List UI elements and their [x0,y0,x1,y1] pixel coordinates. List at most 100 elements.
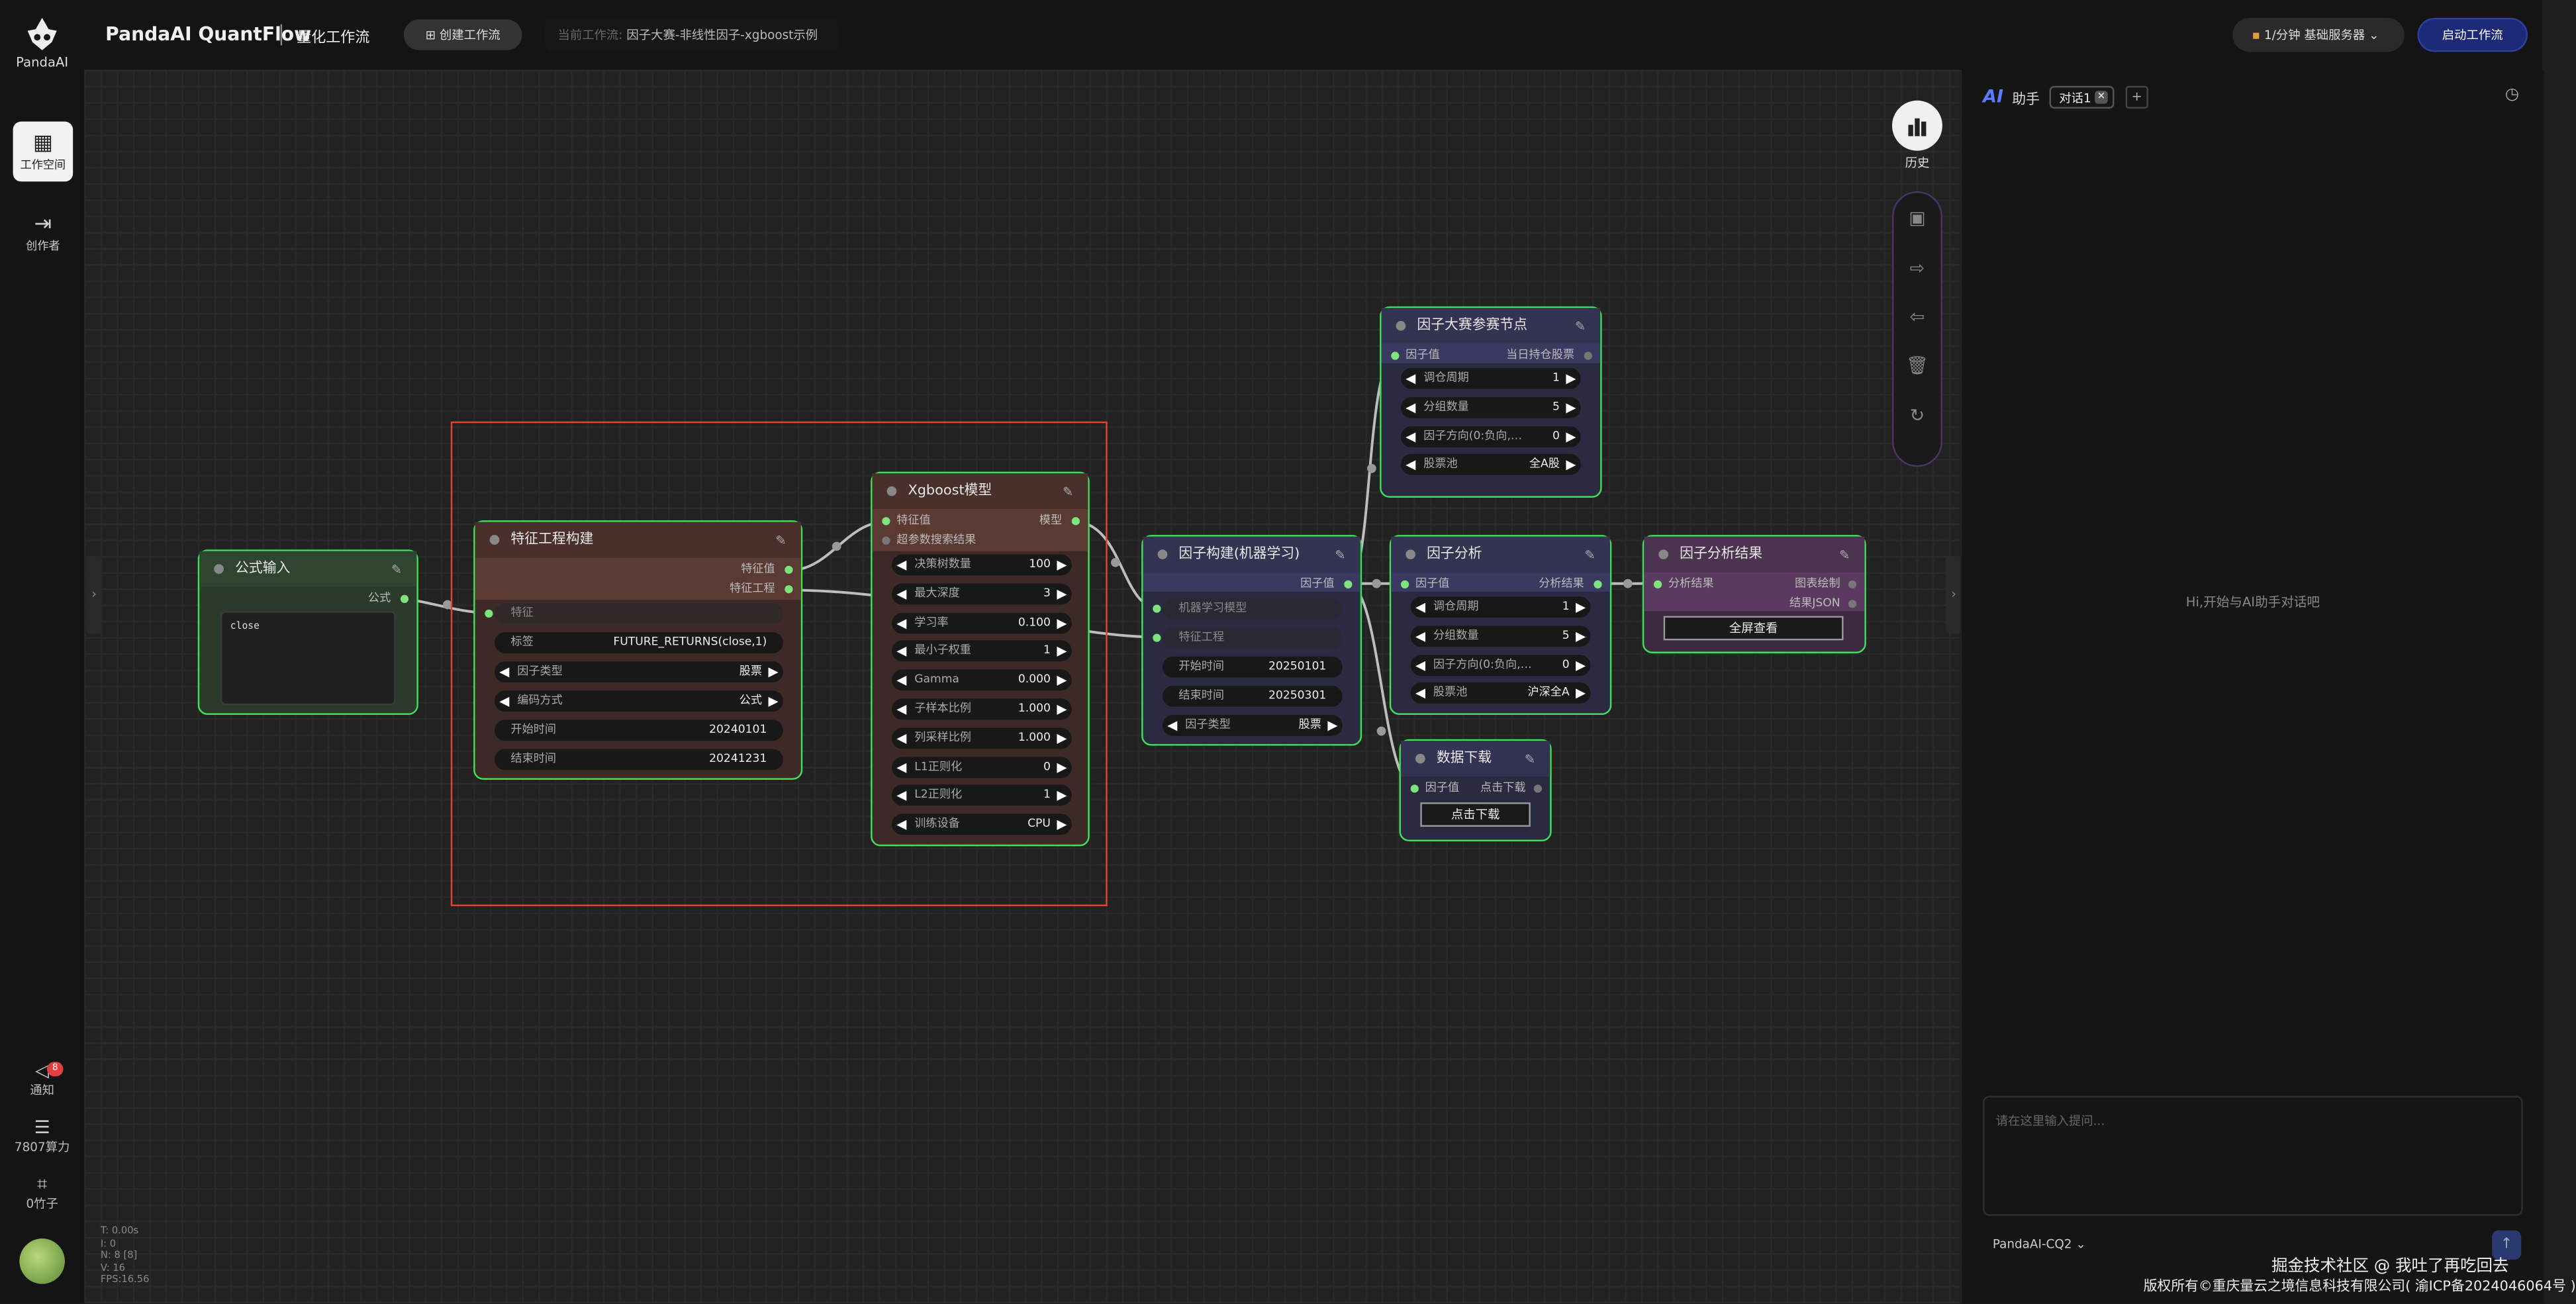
output-pin[interactable] [1848,600,1857,608]
node-header[interactable]: 数据下载 ✎ [1400,741,1550,777]
arrow-right-icon[interactable]: ▶ [1057,586,1067,602]
arrow-left-icon[interactable]: ◀ [1167,718,1178,733]
compute-button[interactable]: ☰ 7807算力 [0,1118,84,1156]
creator-nav-button[interactable]: ⇥ 创作者 [13,203,73,263]
arrow-right-icon[interactable]: ▶ [1576,600,1586,615]
arrow-left-icon[interactable]: ◀ [1406,457,1416,473]
arrow-left-icon[interactable]: ◀ [896,615,907,630]
output-pin[interactable] [785,585,793,594]
arrow-left-icon[interactable]: ◀ [896,788,907,804]
output-pin[interactable] [400,594,409,604]
output-pin[interactable] [1533,784,1542,793]
arrow-right-icon[interactable]: ▶ [1057,557,1067,573]
formula-textarea[interactable]: close [220,611,396,706]
arrow-right-icon[interactable]: ▶ [1057,702,1067,717]
input-pin[interactable] [1391,351,1400,360]
output-pin[interactable] [1344,580,1353,588]
arrow-left-icon[interactable]: ◀ [1415,686,1426,701]
question-input[interactable]: 请在这里输入提问... [1983,1095,2523,1216]
close-icon[interactable]: ✕ [2095,91,2108,104]
output-pin[interactable] [1594,580,1602,588]
refresh-icon[interactable]: ↻ [1909,405,1925,427]
arrow-right-icon[interactable]: ▶ [1566,428,1576,444]
arrow-left-icon[interactable]: ◀ [1406,400,1416,415]
arrow-right-icon[interactable]: ▶ [1057,644,1067,659]
output-pin[interactable] [1584,351,1592,360]
node-header[interactable]: 公式输入 ✎ [199,551,417,587]
edit-icon[interactable]: ✎ [1524,752,1536,767]
arrow-left-icon[interactable]: ◀ [896,644,907,659]
arrow-right-icon[interactable]: ▶ [1576,657,1586,673]
edit-icon[interactable]: ✎ [1335,547,1346,563]
workflow-canvas[interactable]: 公式输入 ✎ 公式 close 特征工程构建 ✎ 特征值 特征工程 特征 标签 … [84,70,1960,1303]
notify-button[interactable]: ◁ 通知 [0,1061,84,1099]
create-workflow-button[interactable]: ⊞ 创建工作流 [403,19,522,50]
collapse-left-handle[interactable]: › [85,556,103,634]
factor-analysis-result-node[interactable]: 因子分析结果 ✎ 分析结果 图表绘制 结果JSON 全屏查看 [1642,535,1866,653]
bamboo-button[interactable]: ⌗ 0竹子 [0,1174,84,1213]
arrow-right-icon[interactable]: ▶ [1576,628,1586,643]
arrow-left-icon[interactable]: ◀ [1415,628,1426,643]
arrow-right-icon[interactable]: ▶ [1566,371,1576,386]
start-workflow-button[interactable]: 启动工作流 [2417,17,2528,52]
edit-icon[interactable]: ✎ [1062,485,1074,500]
input-pin[interactable] [1400,580,1409,588]
arrow-right-icon[interactable]: ▶ [1057,788,1067,804]
arrow-right-icon[interactable]: ▶ [1566,400,1576,415]
feature-eng-slot[interactable]: 特征工程 [1162,627,1343,649]
input-pin[interactable] [485,609,493,618]
start-date-field[interactable]: 开始时间 20250101 [1162,656,1343,678]
arrow-right-icon[interactable]: ▶ [1057,817,1067,832]
arrow-left-icon[interactable]: ◀ [896,586,907,602]
input-pin[interactable] [882,517,890,526]
node-header[interactable]: 因子分析结果 ✎ [1644,536,1865,573]
arrow-right-icon[interactable]: ▶ [768,665,779,680]
collapse-right-handle[interactable]: › [1945,556,1962,634]
arrow-right-icon[interactable]: ▶ [1057,759,1067,774]
node-header[interactable]: Xgboost模型 ✎ [872,473,1088,509]
param-stepper[interactable]: ◀因子方向(0:负向,…0▶ [1400,426,1581,447]
arrow-right-icon[interactable]: ▶ [1566,457,1576,473]
arrow-right-icon[interactable]: ▶ [1576,686,1586,701]
label-field[interactable]: 标签 FUTURE_RETURNS(close,1) [494,632,783,653]
arrow-left-icon[interactable]: ◀ [896,731,907,746]
input-pin[interactable] [1653,580,1662,588]
history-button[interactable] [1891,100,1942,151]
node-header[interactable]: 因子构建(机器学习) ✎ [1143,536,1360,573]
arrow-left-icon[interactable]: ◀ [896,817,907,832]
feature-input-slot[interactable]: 特征 [494,603,783,624]
arrow-right-icon[interactable]: ▶ [1057,731,1067,746]
arrow-left-icon[interactable]: ◀ [499,665,510,680]
model-select[interactable]: PandaAI-CQ2 ⌄ [1993,1237,2086,1252]
clock-icon[interactable]: ◷ [2504,85,2520,104]
arrow-left-icon[interactable]: ◀ [896,759,907,774]
output-pin[interactable] [785,565,793,574]
trash-icon[interactable]: 🗑 [1905,355,1929,377]
input-pin[interactable] [1410,784,1419,793]
arrow-left-icon[interactable]: ◀ [896,557,907,573]
output-pin[interactable] [1071,517,1080,526]
arrow-left-icon[interactable]: ◀ [499,694,510,709]
arrow-right-icon[interactable]: ▶ [1327,718,1338,733]
arrow-left-icon[interactable]: ◀ [1415,600,1426,615]
arrow-right-icon[interactable]: ▶ [1057,615,1067,630]
arrow-left-icon[interactable]: ◀ [896,673,907,688]
user-avatar[interactable] [19,1238,65,1284]
param-stepper[interactable]: ◀股票池全A股▶ [1400,454,1581,476]
feature-engineering-node[interactable]: 特征工程构建 ✎ 特征值 特征工程 特征 标签 FUTURE_RETURNS(c… [473,520,803,780]
export-icon[interactable]: ⇨ [1909,257,1925,279]
arrow-left-icon[interactable]: ◀ [1406,371,1416,386]
node-header[interactable]: 因子大赛参赛节点 ✎ [1381,308,1601,344]
